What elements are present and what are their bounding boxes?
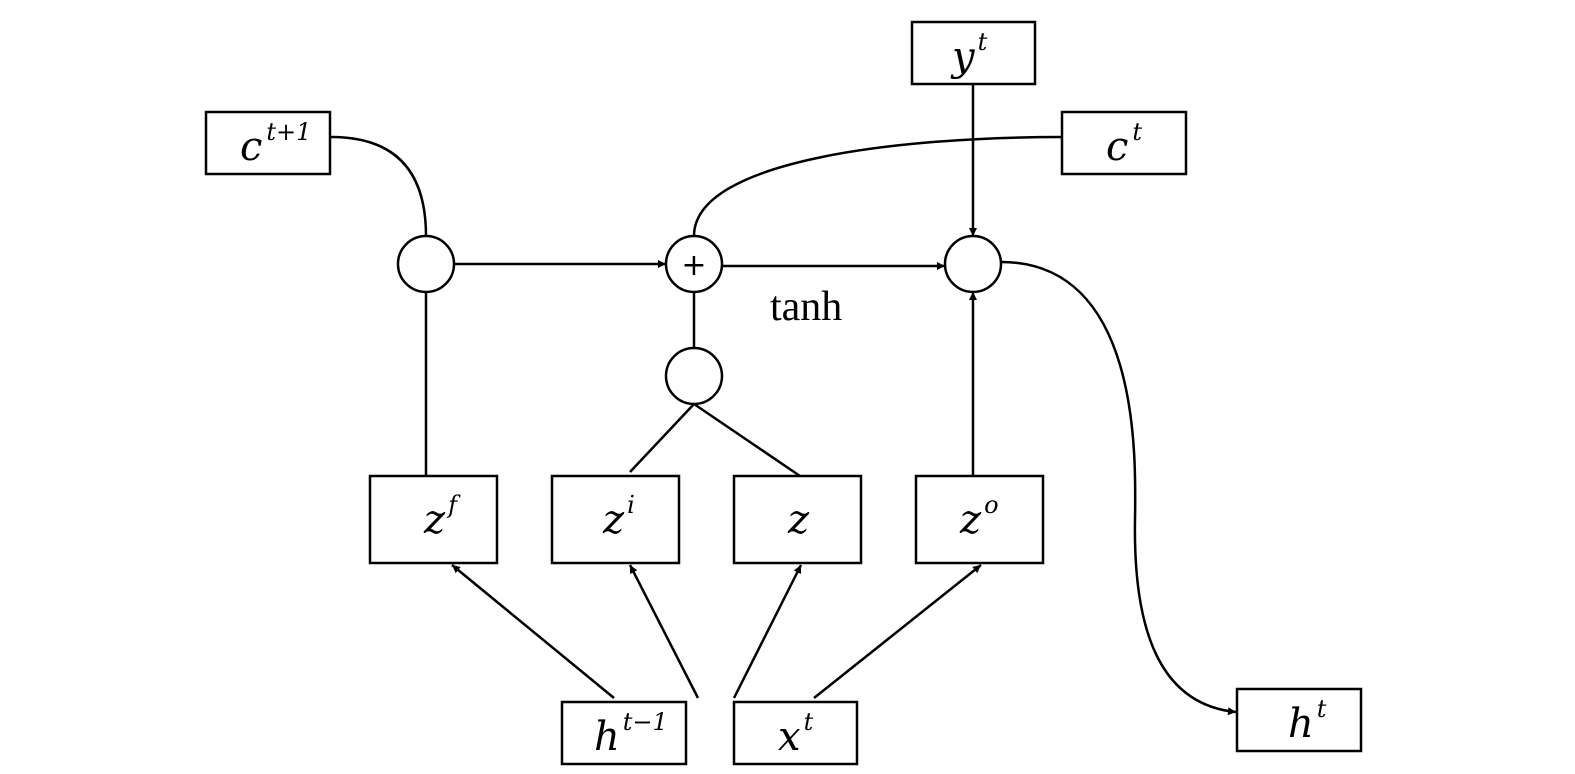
box-z: z	[732, 474, 863, 565]
svg-text:ht: ht	[1288, 695, 1327, 747]
z-f-base: z	[423, 497, 446, 543]
svg-text:yt: yt	[950, 28, 988, 80]
svg-text:zi: zi	[602, 491, 635, 543]
wire-c-next-to-forget-mult	[330, 135, 428, 237]
y-t-base: y	[950, 34, 976, 80]
z-o-sup: o	[984, 491, 998, 519]
arrow-x-to-z	[732, 564, 803, 699]
sum-symbol: +	[681, 248, 706, 283]
z-o-base: z	[959, 497, 982, 543]
c-next-base: c	[240, 124, 262, 170]
h-t-base: h	[1288, 701, 1314, 747]
z-i-sup: i	[627, 491, 635, 519]
sum-node	[664, 234, 724, 294]
h-t-sup: t	[1317, 695, 1327, 723]
svg-text:ct+1: ct+1	[240, 118, 311, 170]
arrow-x-to-zo	[813, 564, 982, 699]
input-gate-multiply-node	[664, 346, 724, 406]
x-t-sup: t	[804, 708, 814, 736]
connections	[330, 84, 1237, 716]
arrow-output-to-h-t	[1000, 260, 1237, 716]
h-prev-sup: t−1	[623, 708, 668, 736]
svg-text:xt: xt	[778, 708, 814, 760]
operator-nodes: +	[396, 234, 1003, 406]
wire-zi-to-input-mult	[629, 403, 695, 473]
z-i-base: z	[602, 497, 625, 543]
h-prev-base: h	[594, 714, 620, 760]
svg-text:ht−1: ht−1	[594, 708, 668, 760]
x-t-base: x	[778, 714, 801, 760]
y-t-sup: t	[978, 28, 988, 56]
tanh-label: tanh	[770, 284, 842, 330]
output-gate-multiply-node	[943, 234, 1003, 294]
arrow-h-prev-to-zf	[451, 564, 615, 699]
forget-gate-multiply-node	[396, 234, 456, 294]
c-next-sup: t+1	[266, 118, 311, 146]
wire-sum-to-c-t	[692, 135, 1063, 237]
z-base: z	[787, 497, 810, 543]
svg-text:z: z	[787, 497, 810, 543]
svg-text:zo: zo	[959, 491, 999, 543]
svg-text:ct: ct	[1106, 118, 1142, 170]
wire-z-to-input-mult	[693, 402, 801, 478]
arrow-h-prev-to-zi	[628, 564, 700, 699]
c-t-base: c	[1106, 124, 1128, 170]
c-t-sup: t	[1132, 118, 1142, 146]
